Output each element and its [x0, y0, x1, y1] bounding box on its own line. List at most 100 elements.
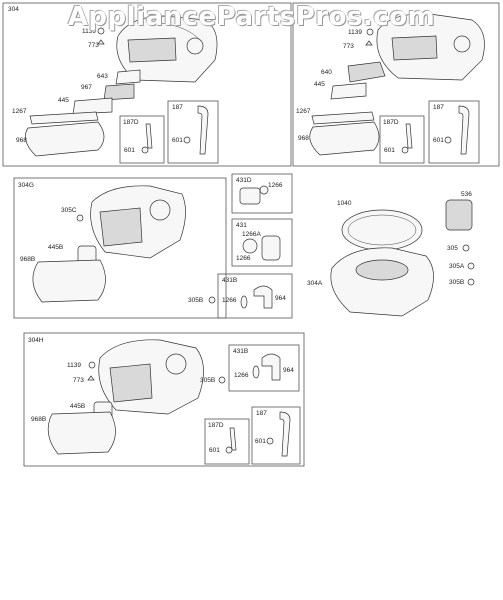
part-304a-housing[interactable] — [330, 247, 434, 317]
group-304h-187-frame — [251, 406, 301, 465]
group-431b-mid-label: 431B — [222, 277, 237, 284]
housing-b-fan-cover — [453, 35, 471, 53]
group-431b-mid-frame — [217, 273, 293, 319]
part-968-b[interactable] — [309, 121, 380, 156]
label-431-1266: 1266 — [236, 255, 251, 262]
label-d-1266: 1266 — [268, 182, 283, 189]
part-1139-h[interactable] — [88, 361, 96, 369]
housing-h-fan-ring — [165, 353, 187, 375]
label-b-187-601: 601 — [433, 137, 444, 144]
part-1267-b[interactable] — [311, 111, 375, 125]
label-h-1266: 1266 — [234, 372, 249, 379]
group-304b-187-label: 187 — [433, 104, 444, 111]
group-304-label: 304 — [8, 6, 19, 13]
group-304b-187-frame — [428, 100, 480, 164]
part-968b-h[interactable] — [47, 411, 116, 455]
label-187d-601: 601 — [124, 147, 135, 154]
group-304h-187d-frame — [204, 418, 250, 465]
group-304b-187d-label: 187D — [383, 119, 399, 126]
label-304a: 304A — [307, 280, 323, 287]
part-431d-elbow[interactable] — [239, 187, 261, 205]
part-305b-right[interactable] — [467, 278, 475, 286]
label-968b: 968B — [20, 256, 35, 263]
group-304b-label: 304B — [297, 6, 312, 13]
part-305a[interactable] — [467, 262, 475, 270]
housing-h-cavity — [109, 363, 153, 403]
group-431b-mid: 431B 1266 964 — [217, 273, 293, 319]
part-305c[interactable] — [76, 214, 84, 222]
label-b-445: 445 — [314, 81, 325, 88]
part-187d-tube[interactable] — [145, 123, 153, 149]
group-304h-431b-frame — [228, 344, 300, 392]
part-1267[interactable] — [29, 111, 99, 125]
housing-g-fan-ring — [149, 199, 171, 221]
label-305b-mid: 305B — [188, 297, 203, 304]
housing-b-intake — [391, 35, 438, 61]
part-968[interactable] — [25, 121, 105, 157]
group-304h: 304H 1139 773 445B 968B 305B 431B 1266 9… — [23, 332, 305, 467]
part-1266a[interactable] — [242, 238, 258, 254]
label-h-964: 964 — [283, 367, 294, 374]
part-445-b[interactable] — [330, 82, 367, 100]
part-1266-h[interactable] — [252, 365, 260, 379]
label-1267: 1267 — [12, 108, 27, 115]
group-304g-frame — [13, 177, 227, 319]
part-968b[interactable] — [32, 259, 106, 303]
part-1139[interactable] — [97, 27, 105, 35]
label-1139: 1139 — [82, 28, 96, 35]
part-187-tube[interactable] — [197, 105, 209, 155]
part-187d-tube-b[interactable] — [405, 123, 413, 149]
part-187d-tube-h[interactable] — [229, 427, 237, 451]
label-643: 643 — [97, 73, 108, 80]
part-305b-h[interactable] — [218, 376, 226, 384]
part-1266-mid[interactable] — [240, 295, 248, 309]
part-601-clamp-h2[interactable] — [266, 437, 274, 445]
part-640[interactable] — [347, 61, 386, 83]
part-601-clamp[interactable] — [141, 146, 149, 154]
label-187-601: 601 — [172, 137, 183, 144]
group-431d-label: 431D — [236, 177, 252, 184]
part-305b-mid[interactable] — [208, 296, 216, 304]
label-968: 968 — [16, 137, 27, 144]
label-h-1139: 1139 — [67, 362, 81, 369]
part-773[interactable] — [97, 39, 105, 45]
part-431-adapter[interactable] — [261, 235, 281, 261]
label-h-968b: 968B — [31, 416, 46, 423]
group-304b: 304B 1139 773 640 445 1267 968 187D 601 … — [292, 2, 500, 167]
group-304b-frame — [292, 2, 500, 167]
part-1139-b[interactable] — [366, 28, 374, 36]
group-304-187-frame — [167, 100, 219, 164]
part-643[interactable] — [115, 69, 141, 85]
group-431-label: 431 — [236, 222, 247, 229]
group-304a: 1040 536 304A 305 305A 305B — [307, 191, 475, 317]
group-431d: 431D 1266 — [231, 173, 293, 214]
label-773: 773 — [88, 42, 99, 49]
part-601-clamp-2[interactable] — [183, 136, 191, 144]
label-h-187-601: 601 — [255, 438, 266, 445]
part-601-clamp-b2[interactable] — [444, 136, 452, 144]
part-187-tube-h[interactable] — [279, 411, 291, 457]
part-773-b[interactable] — [365, 40, 373, 46]
group-304-187d-label: 187D — [123, 119, 139, 126]
label-m-964: 964 — [275, 295, 286, 302]
part-187-tube-b[interactable] — [458, 105, 470, 155]
group-431d-frame — [231, 173, 293, 214]
group-304h-frame — [23, 332, 305, 467]
part-536-filter[interactable] — [445, 199, 473, 231]
label-h-445b: 445B — [70, 403, 85, 410]
part-305[interactable] — [462, 244, 470, 252]
part-601-clamp-h[interactable] — [225, 446, 233, 454]
part-967[interactable] — [103, 83, 135, 101]
label-640: 640 — [321, 69, 332, 76]
part-601-clamp-b[interactable] — [401, 146, 409, 154]
part-1040-ring[interactable] — [341, 209, 423, 251]
part-431b-elbow[interactable] — [253, 285, 273, 309]
part-431b-elbow-h[interactable] — [261, 353, 281, 381]
part-445[interactable] — [72, 97, 113, 115]
housing-g-cavity — [99, 207, 143, 247]
label-b-1267: 1267 — [296, 108, 311, 115]
part-1266-d[interactable] — [259, 185, 269, 195]
group-304-187d-frame — [119, 115, 165, 164]
label-h-773: 773 — [73, 377, 84, 384]
part-773-h[interactable] — [87, 375, 95, 381]
